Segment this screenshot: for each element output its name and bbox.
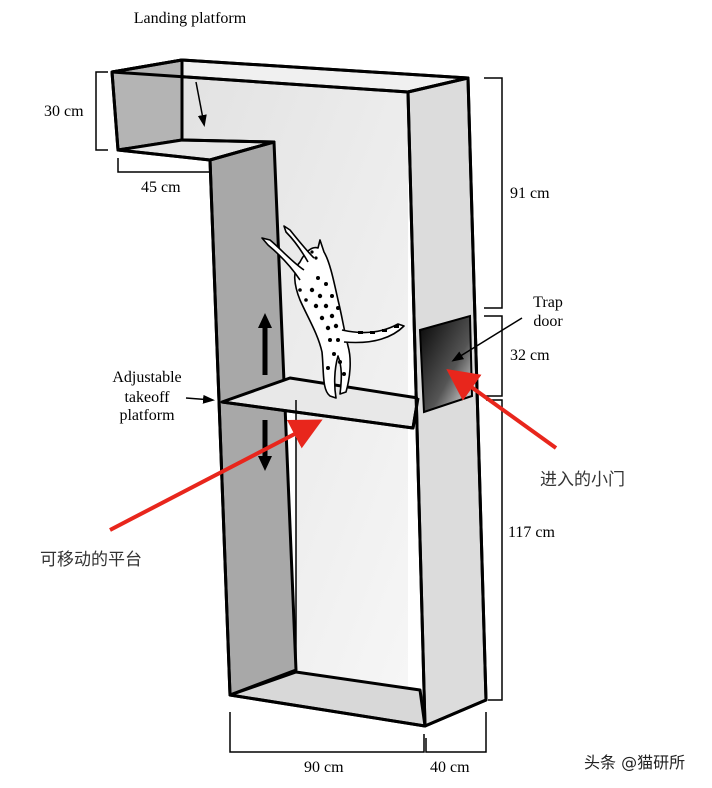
dim-30cm: 30 cm: [44, 103, 84, 120]
adjust-arrows: [258, 313, 272, 471]
bracket-32cm: [484, 315, 503, 397]
bracket-117cm: [486, 399, 503, 701]
annotation-arrows: [109, 368, 558, 532]
arrow-trap-door: [446, 368, 558, 450]
dim-40cm: 40 cm: [430, 759, 470, 776]
box-structure: [110, 58, 488, 728]
label-platform: platform: [119, 407, 175, 424]
bracket-40cm: [425, 712, 487, 753]
dim-91cm: 91 cm: [510, 185, 550, 202]
trap-door-opening: [418, 314, 474, 414]
landing-pointer: [195, 81, 207, 127]
bracket-91cm: [484, 77, 503, 309]
dim-117cm: 117 cm: [508, 524, 556, 541]
bracket-30cm: [95, 71, 108, 151]
takeoff-pointer: [185, 394, 215, 404]
arrow-movable-platform: [109, 419, 323, 532]
cat-illustration: [261, 225, 405, 399]
dim-32cm: 32 cm: [510, 347, 550, 364]
label-landing-platform: Landing platform: [134, 10, 247, 27]
label-takeoff: takeoff: [124, 389, 170, 406]
annotation-trap-door-cn: 进入的小门: [540, 470, 625, 490]
dim-45cm: 45 cm: [141, 179, 181, 196]
annotation-movable-platform-cn: 可移动的平台: [40, 550, 142, 570]
label-trap: Trap: [533, 294, 563, 311]
dimension-lines: [95, 71, 523, 753]
label-adjustable: Adjustable: [112, 369, 181, 386]
bracket-45cm: [117, 158, 211, 173]
label-door: door: [533, 313, 563, 330]
bracket-90cm: [229, 712, 425, 753]
dim-90cm: 90 cm: [304, 759, 344, 776]
trap-door-pointer: [451, 317, 523, 362]
watermark: 头条 @猫研所: [584, 753, 685, 772]
